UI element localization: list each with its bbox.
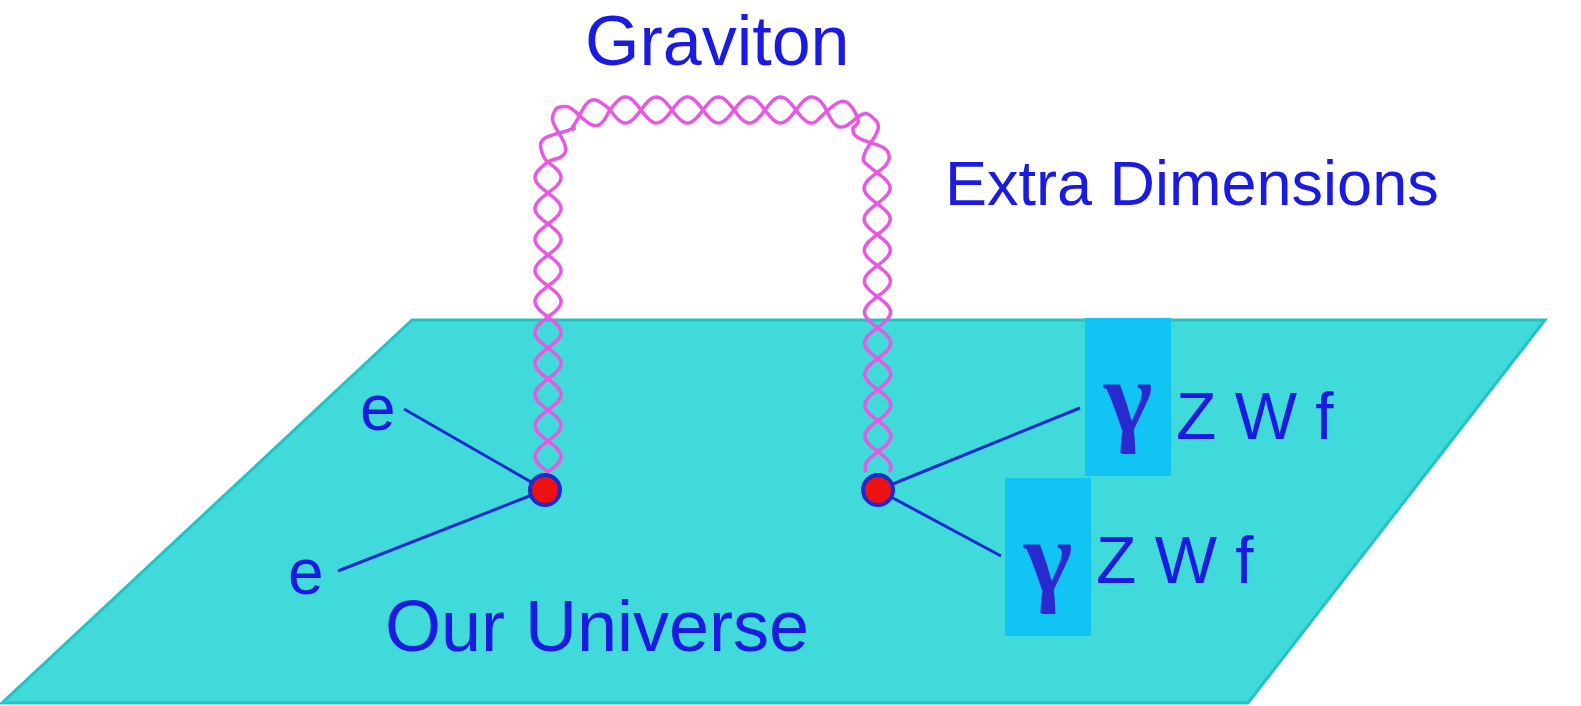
universe-label: Our Universe <box>385 590 809 662</box>
boson-label: Z W f <box>1176 383 1334 449</box>
vertex-dot <box>863 475 893 505</box>
graviton-strand <box>535 97 891 472</box>
graviton-label: Graviton <box>585 6 850 76</box>
graviton-wave <box>535 97 891 472</box>
gamma-highlight: γ <box>1085 318 1171 476</box>
particle-lines <box>338 408 1080 571</box>
gamma-highlight: γ <box>1005 478 1091 636</box>
vertex-dot <box>530 475 560 505</box>
particle-label: e <box>288 540 324 604</box>
particle-label: e <box>360 376 396 440</box>
photon-symbol: γ <box>1104 345 1153 449</box>
graviton-strand <box>535 97 891 472</box>
boson-label: Z W f <box>1096 527 1254 593</box>
dimension-label: Extra Dimensions <box>945 152 1439 215</box>
photon-symbol: γ <box>1024 505 1073 609</box>
universe-plane <box>2 320 1545 703</box>
